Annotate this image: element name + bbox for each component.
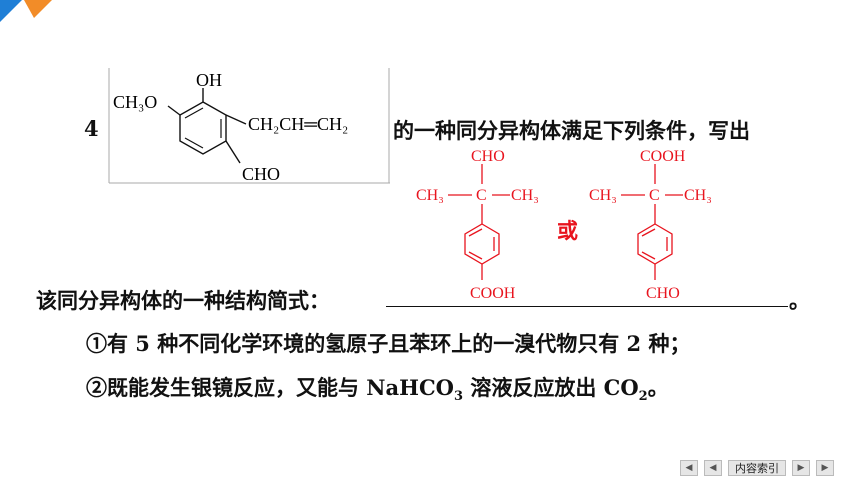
hydroxyl-label: OH (196, 70, 222, 90)
answer-structures: CHO CH₃ C CH₃ COOH COOH CH₃ C CH₃ CHO (416, 148, 712, 302)
content-index-button[interactable]: 内容索引 (728, 460, 786, 476)
condition-2-sub2: 2 (638, 389, 648, 405)
or-connector: 或 (557, 218, 578, 243)
last-slide-button[interactable]: ▶ (816, 460, 834, 476)
aldehyde-label: CHO (242, 164, 280, 184)
answer-prompt: 该同分异构体的一种结构简式： (36, 288, 330, 313)
condition-2-sub1: 3 (453, 389, 464, 405)
methoxy-label: CH₃O (113, 92, 157, 112)
right-bottom-group: CHO (646, 285, 680, 302)
left-bottom-group: COOH (470, 285, 516, 302)
condition-2-mid: 溶液反应放出 CO (463, 375, 639, 400)
condition-2-main: ②既能发生银镜反应，又能与 NaHCO (86, 375, 454, 400)
answer-blank (386, 306, 788, 307)
condition-2-end: 。 (647, 375, 669, 400)
first-slide-button[interactable]: ◀ (680, 460, 698, 476)
question-stem: 的一种同分异构体满足下列条件，写出 (393, 118, 750, 143)
condition-2: ②既能发生银镜反应，又能与 NaHCO3 溶液反应放出 CO2。 (86, 372, 669, 404)
condition-1: ①有 5 种不同化学环境的氢原子且苯环上的一溴代物只有 2 种； (86, 331, 691, 356)
right-top-group: COOH (640, 148, 686, 165)
right-methyl-left: CH₃ (589, 187, 617, 204)
left-methyl-left: CH₃ (416, 187, 444, 204)
prev-slide-button[interactable]: ◀ (704, 460, 722, 476)
prompt-period: 。 (789, 288, 810, 313)
corner-logo (0, 0, 52, 22)
left-carbon: C (476, 187, 487, 204)
question-number: 4 (84, 116, 99, 141)
left-top-group: CHO (471, 148, 505, 165)
right-methyl-right: CH₃ (684, 187, 712, 204)
left-methyl-right: CH₃ (511, 187, 539, 204)
slide-nav: ◀ ◀ 内容索引 ▶ ▶ (680, 459, 834, 477)
right-carbon: C (649, 187, 660, 204)
given-structure: OH CH₃O CH₂CH═CH₂ CHO (108, 68, 390, 184)
allyl-label: CH₂CH═CH₂ (248, 114, 348, 134)
next-slide-button[interactable]: ▶ (792, 460, 810, 476)
